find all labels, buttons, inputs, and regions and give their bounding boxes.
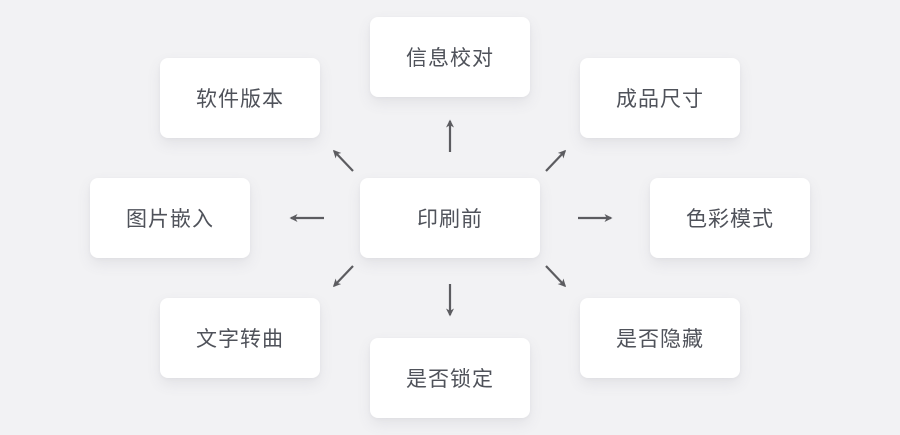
node-label: 软件版本 xyxy=(196,88,284,111)
node-label: 色彩模式 xyxy=(686,208,774,231)
node-finished-size: 成品尺寸 xyxy=(580,58,740,138)
node-label: 印刷前 xyxy=(417,208,483,231)
node-hidden-check: 是否隐藏 xyxy=(580,298,740,378)
node-text-to-outline: 文字转曲 xyxy=(160,298,320,378)
node-locked-check: 是否锁定 xyxy=(370,338,530,418)
node-label: 是否锁定 xyxy=(406,368,494,391)
node-software-version: 软件版本 xyxy=(160,58,320,138)
node-label: 图片嵌入 xyxy=(126,208,214,231)
node-color-mode: 色彩模式 xyxy=(650,178,810,258)
arrow-up-left-icon xyxy=(332,149,354,172)
arrow-up-right-icon xyxy=(545,149,567,172)
node-label: 文字转曲 xyxy=(196,328,284,351)
node-image-embed: 图片嵌入 xyxy=(90,178,250,258)
node-center-before-printing: 印刷前 xyxy=(360,178,540,258)
node-label: 成品尺寸 xyxy=(616,88,704,111)
arrow-down-left-icon xyxy=(332,265,354,288)
node-label: 信息校对 xyxy=(406,47,494,70)
node-info-proofread: 信息校对 xyxy=(370,17,530,97)
node-label: 是否隐藏 xyxy=(616,328,704,351)
arrow-down-right-icon xyxy=(545,265,567,288)
